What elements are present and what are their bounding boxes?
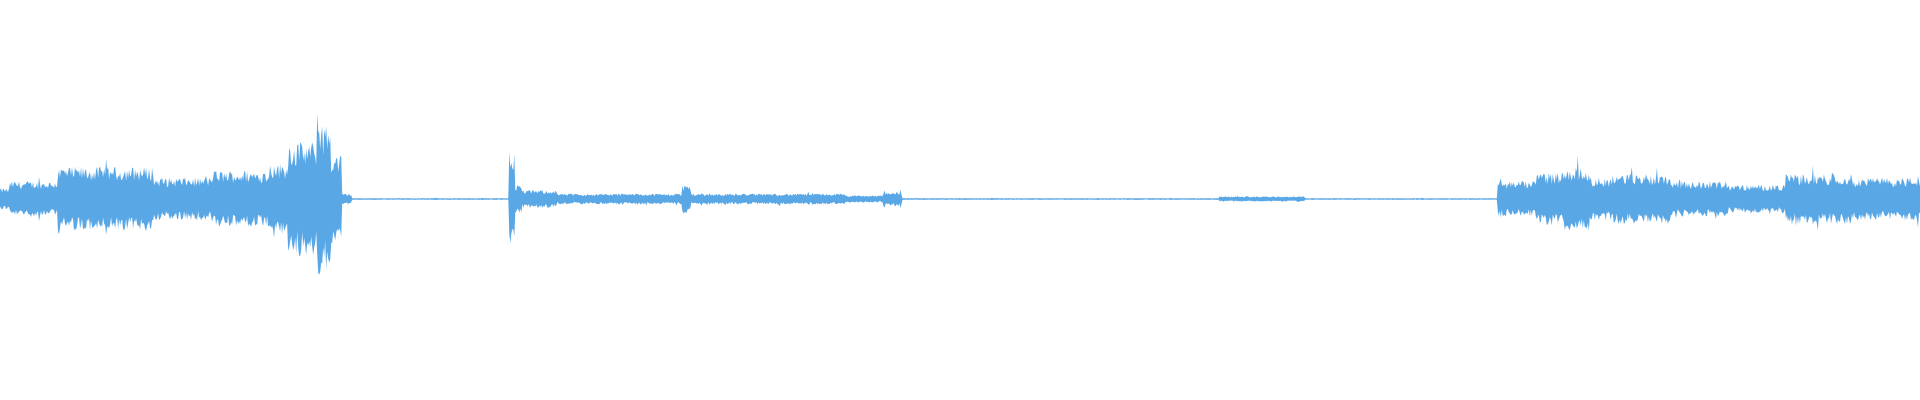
waveform-shape [0, 113, 1920, 275]
